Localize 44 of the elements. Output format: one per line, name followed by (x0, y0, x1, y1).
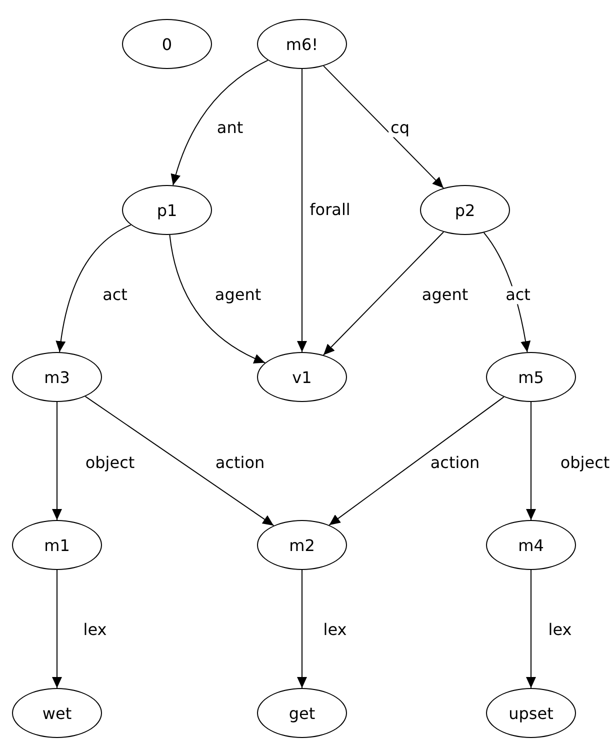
node-label: wet (42, 704, 72, 722)
arrow (56, 224, 132, 353)
node-ellipse (12, 520, 102, 570)
arrow (328, 396, 504, 526)
node-label: m6! (286, 34, 318, 54)
node-label: m3 (44, 368, 70, 386)
node-label: m5 (518, 368, 544, 386)
node-ellipse (122, 19, 212, 69)
edge-label: object (83, 454, 137, 472)
arrow (297, 68, 307, 352)
node-ellipse (486, 352, 576, 402)
node-label: p1 (156, 200, 178, 220)
arrow (297, 570, 307, 688)
node-label: p2 (454, 200, 476, 220)
arrow (322, 231, 444, 356)
node-ellipse (486, 688, 576, 738)
arrow (169, 234, 266, 364)
node-ellipse (420, 185, 510, 235)
node-ellipse (12, 352, 102, 402)
node-label: v1 (292, 368, 312, 386)
edge-label: agent (420, 286, 470, 304)
arrow (52, 570, 62, 688)
node-ellipse (257, 352, 347, 402)
node-label: m1 (44, 536, 70, 554)
node-ellipse (12, 688, 102, 738)
node-label: get (288, 704, 316, 722)
node-label: m4 (518, 536, 544, 554)
edge-label: agent (212, 286, 264, 304)
node-label: m2 (289, 536, 315, 554)
arrow (526, 570, 536, 688)
node-ellipse (257, 520, 347, 570)
node-ellipse (486, 520, 576, 570)
edge-label: object (558, 454, 612, 472)
edge-label: act (504, 286, 532, 304)
arrow (84, 396, 274, 526)
node-label: 0 (162, 34, 172, 54)
arrow (323, 65, 444, 189)
node-ellipse (122, 185, 212, 235)
arrow (526, 402, 536, 520)
arrow (171, 60, 268, 186)
arrow (52, 402, 62, 520)
node-ellipse (257, 688, 347, 738)
node-label: upset (508, 704, 554, 722)
node-ellipse (257, 19, 347, 69)
